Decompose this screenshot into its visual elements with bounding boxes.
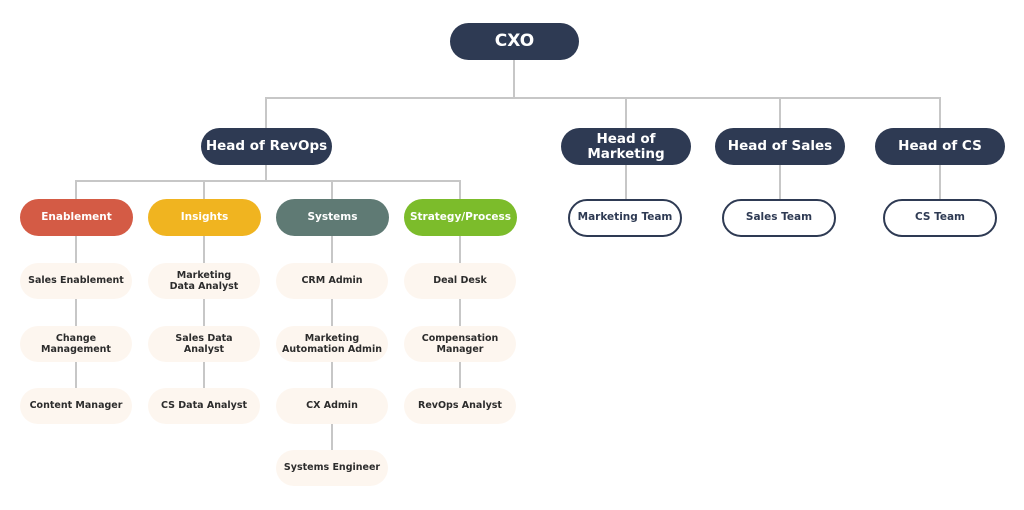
- role-node-marketing-automation-admin: Marketing Automation Admin: [276, 326, 388, 362]
- role-node-deal-desk: Deal Desk: [404, 263, 516, 299]
- role-node-cx-admin: CX Admin: [276, 388, 388, 424]
- role-node-cs-data-analyst: CS Data Analyst: [148, 388, 260, 424]
- role-node-crm-admin: CRM Admin: [276, 263, 388, 299]
- head-of-cs-node: Head of CS: [875, 128, 1005, 165]
- role-node-compensation-manager: Compensation Manager: [404, 326, 516, 362]
- systems-category-node: Systems: [276, 199, 389, 236]
- role-node-sales-data-analyst: Sales Data Analyst: [148, 326, 260, 362]
- role-node-systems-engineer: Systems Engineer: [276, 450, 388, 486]
- role-node-change-management: Change Management: [20, 326, 132, 362]
- sales-team-node: Sales Team: [722, 199, 836, 237]
- insights-category-node: Insights: [148, 199, 261, 236]
- enablement-category-node: Enablement: [20, 199, 133, 236]
- strategy-process-category-node: Strategy/Process: [404, 199, 517, 236]
- role-node-content-manager: Content Manager: [20, 388, 132, 424]
- head-of-marketing-node: Head of Marketing: [561, 128, 691, 165]
- role-node-revops-analyst: RevOps Analyst: [404, 388, 516, 424]
- head-of-revops-node: Head of RevOps: [201, 128, 332, 165]
- cxo-node: CXO: [450, 23, 579, 60]
- cs-team-node: CS Team: [883, 199, 997, 237]
- role-node-marketing-data-analyst: Marketing Data Analyst: [148, 263, 260, 299]
- head-of-sales-node: Head of Sales: [715, 128, 845, 165]
- role-node-sales-enablement: Sales Enablement: [20, 263, 132, 299]
- marketing-team-node: Marketing Team: [568, 199, 682, 237]
